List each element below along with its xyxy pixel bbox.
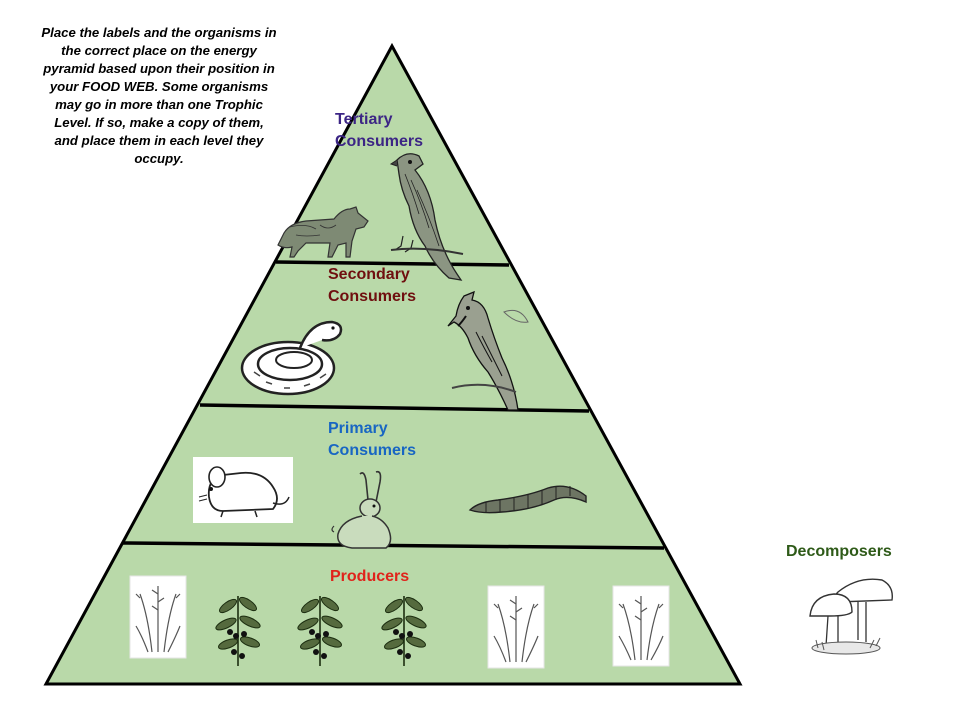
primary-label-line2: Consumers [328,442,417,459]
instruction-line: and place them in each level they [54,133,264,148]
instruction-line: the correct place on the energy [61,43,257,58]
grass-icon[interactable] [612,585,670,667]
secondary-label-line1: Secondary [328,266,410,283]
berry-plant-icon[interactable] [214,595,261,666]
instruction-line: Level. If so, make a copy of them, [54,115,264,130]
producers-label: Producers [330,566,409,588]
secondary-consumers-label: Secondary Consumers [328,264,416,308]
grass-icon[interactable] [487,585,545,669]
hawk-icon[interactable] [389,153,464,281]
berry-plant-icon[interactable] [296,595,343,666]
snake-icon[interactable] [240,320,343,396]
primary-label-line1: Primary [328,420,388,437]
instruction-line: Place the labels and the organisms in [41,25,277,40]
tertiary-label-line1: Tertiary [335,111,393,128]
pyramid-triangle [43,42,743,686]
caterpillar-icon[interactable] [468,485,587,514]
primary-consumers-label: Primary Consumers [328,418,416,462]
instruction-line: pyramid based upon their position in [43,61,275,76]
instruction-line: occupy. [134,151,184,166]
producers-label-text: Producers [330,568,410,585]
mushroom-icon[interactable] [809,578,893,655]
wolf-icon[interactable] [277,206,369,258]
instructions-text: Place the labels and the organisms in th… [22,24,296,168]
instruction-line: your FOOD WEB. Some organisms [49,79,269,94]
level-divider-primary [121,541,665,550]
rabbit-icon[interactable] [331,470,392,549]
mouse-icon[interactable] [193,457,293,523]
berry-plant-icon[interactable] [380,595,427,666]
decomposers-label: Decomposers [786,541,892,563]
level-divider-secondary [199,403,590,413]
secondary-label-line2: Consumers [328,288,417,305]
tertiary-label-line2: Consumers [335,133,424,150]
tertiary-consumers-label: Tertiary Consumers [335,109,423,153]
instruction-line: may go in more than one Trophic [55,97,263,112]
level-divider-tertiary [275,260,510,267]
grass-icon[interactable] [129,575,187,659]
blue-jay-icon[interactable] [447,290,529,411]
decomposers-label-text: Decomposers [786,543,892,560]
